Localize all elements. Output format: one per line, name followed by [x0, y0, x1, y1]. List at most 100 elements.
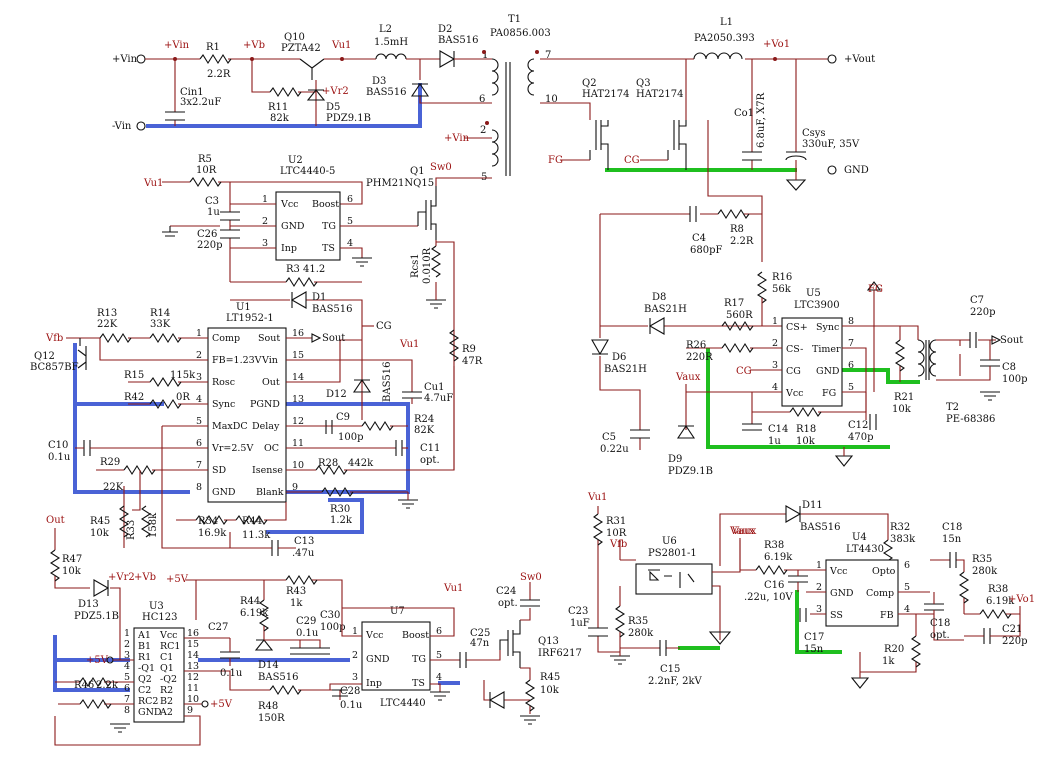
u1-pin-out: Out — [262, 377, 280, 388]
u1-pin11: 11 — [292, 438, 304, 449]
u5-pin-sync: Sync — [816, 322, 839, 333]
u1-pin4: 4 — [196, 394, 202, 405]
r43-value: 1k — [290, 598, 303, 609]
c25-value: opt. — [498, 598, 518, 609]
r46-ref: R47 — [62, 554, 82, 565]
u3-pin-c1: C1 — [160, 652, 173, 663]
net-vr2-u3: +Vr2 — [108, 572, 135, 583]
u1-left-pins: Comp FB=1.23V Rosc Sync MaxDC Vr=2.5V SD… — [196, 328, 262, 498]
u1-pin-maxdc: MaxDC — [212, 421, 248, 432]
r31-value: 6.19k — [764, 552, 793, 563]
u5-pin2: 2 — [772, 338, 778, 349]
c10-ref: C10 — [48, 440, 68, 451]
u4-pin4: 4 — [904, 604, 910, 615]
net-cg-u5: CG — [736, 366, 752, 377]
u3-pin-q2bar: -Q2 — [160, 674, 177, 685]
r42-value: 0R — [176, 392, 190, 403]
d2-ref: D2 — [438, 24, 452, 35]
u1-pin-oc: OC — [264, 443, 279, 454]
r33-value: 11.3k — [242, 530, 271, 541]
r5-ref: R5 — [198, 154, 212, 165]
u3-pin9: 9 — [187, 705, 193, 716]
r11-value: 82k — [270, 113, 290, 124]
u4-ref: U4 — [852, 532, 867, 543]
net-fg-u5: FG — [868, 284, 883, 295]
net-vu1-u1: Vu1 — [399, 339, 419, 350]
d8-ref: D8 — [652, 292, 666, 303]
u3-box — [133, 627, 185, 723]
u5-pin-csp: CS+ — [786, 322, 808, 333]
cu1-ref: Cu1 — [424, 382, 444, 393]
t1-pin-6: 6 — [479, 94, 485, 105]
d9-part: PDZ9.1B — [668, 466, 713, 477]
r14-ref: R14 — [150, 308, 170, 319]
u3-pin8: 8 — [124, 705, 130, 716]
c7-ref: C7 — [970, 295, 984, 306]
r46-value: 10k — [62, 566, 82, 577]
u3-pin13: 13 — [187, 661, 199, 672]
net-minus-vin: -Vin — [112, 121, 132, 132]
u3-part: HC123 — [142, 612, 177, 623]
u1-right-pins: Sout Vin Out PGND Delay OC Isense Blank … — [250, 328, 304, 498]
u2-pin4: 4 — [347, 238, 353, 249]
u5-pin7: 7 — [848, 338, 854, 349]
r14-value: 33K — [150, 319, 171, 330]
c10-value: 0.1u — [48, 452, 71, 463]
u1-ref: U1 — [236, 302, 251, 313]
q3-part: HAT2174 — [636, 89, 684, 100]
u3-pin10: 10 — [187, 694, 199, 705]
r20-ref: R24 — [414, 414, 434, 425]
c29-ref: C25 — [470, 628, 490, 639]
u3-pin-q1bar: -Q1 — [138, 663, 155, 674]
c25-ref: C24 — [496, 586, 516, 597]
r17-ref: R21 — [894, 392, 914, 403]
csys-value: 330uF, 35V — [802, 139, 860, 150]
u6-part: PS2801-1 — [648, 548, 697, 559]
u3-pin14: 14 — [187, 650, 199, 661]
r32-value: 10k — [90, 528, 110, 539]
q12-ref: Q12 — [34, 351, 55, 362]
u1-pin16: 16 — [292, 328, 304, 339]
u5-pin-fg: FG — [822, 388, 836, 399]
gate-driver-u2: R5 10R Vu1 U2 LTC4440-5 Vcc GND Inp Boos… — [143, 154, 455, 330]
r28-ref: R33 — [126, 520, 137, 540]
c15-value: 2.2nF, 2kV — [648, 676, 703, 687]
d12-part: PDZ5.1B — [74, 611, 119, 622]
net-cg: CG — [624, 155, 640, 166]
net-vaux-u6: Vaux — [731, 526, 757, 537]
u4-pin1: 1 — [816, 560, 822, 571]
r19-ref: R18 — [796, 424, 816, 435]
r43-ref: R43 — [286, 586, 306, 597]
u4-pin2: 2 — [816, 582, 822, 593]
u4-pin-vcc: Vcc — [829, 566, 848, 577]
d13-ref: D14 — [258, 660, 279, 671]
q13-ref: Q13 — [538, 636, 559, 647]
q10-ref: Q10 — [284, 32, 305, 43]
cin1-ref: Cin1 — [180, 87, 204, 98]
cin1-value: 3x2.2uF — [180, 97, 221, 108]
u7-pin-gnd: GND — [366, 654, 390, 665]
co1-ref: Co1 — [734, 108, 754, 119]
q3-ref: Q3 — [636, 78, 651, 89]
net-5v-top: +5V — [166, 574, 189, 585]
net-gnd: GND — [844, 165, 869, 176]
c4-value: 680pF — [690, 245, 722, 256]
t2-part: PE-68386 — [946, 414, 995, 425]
net-5v-b2: +5V — [210, 699, 233, 710]
timing-network: R45 10k R33 158k R34 16.9k R44 11.3k C13… — [90, 470, 315, 559]
r18-value: 560R — [726, 310, 753, 321]
r31-ref: R38 — [764, 540, 784, 551]
u5-pin4: 4 — [772, 382, 778, 393]
u5-ref: U5 — [806, 288, 821, 299]
u6-box — [635, 563, 713, 595]
u4-pin5: 5 — [904, 582, 910, 593]
r17-value: 10k — [892, 404, 912, 415]
u2-pin-inp: Inp — [281, 243, 297, 254]
u4-pin-comp: Comp — [866, 588, 894, 599]
t1-pin-7: 7 — [545, 50, 551, 61]
u4-pin-opto: Opto — [872, 566, 896, 577]
r21-ref: R26 — [686, 340, 706, 351]
r28-value: 158k — [148, 512, 159, 538]
csys-ref: Csys — [802, 128, 826, 139]
u4-pin-ss: SS — [830, 610, 843, 621]
